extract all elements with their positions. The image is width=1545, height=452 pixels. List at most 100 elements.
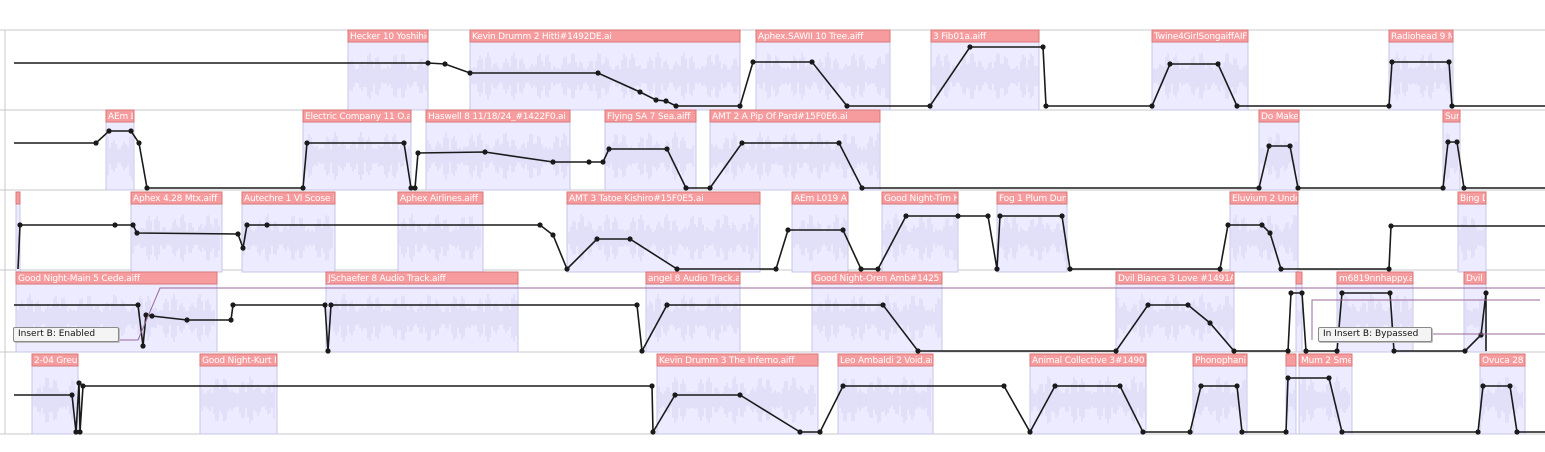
region-header[interactable] [645, 271, 741, 285]
automation-node[interactable] [1140, 429, 1146, 435]
automation-node[interactable] [1449, 103, 1455, 109]
audio-region[interactable]: AEm L019 Aud [791, 191, 858, 273]
automation-node[interactable] [664, 146, 670, 152]
audio-region[interactable]: Radiohead 9 Mor [1388, 29, 1465, 111]
automation-node[interactable] [1198, 383, 1204, 389]
automation-node[interactable] [564, 266, 570, 272]
region-header[interactable] [791, 191, 849, 205]
automation-node[interactable] [1043, 103, 1049, 109]
automation-node[interactable] [425, 60, 431, 66]
region-header[interactable] [709, 109, 881, 123]
audio-region[interactable]: JSchaefer 8 Audio Track.aiff [325, 271, 519, 353]
automation-node[interactable] [300, 185, 306, 191]
automation-node[interactable] [737, 392, 743, 398]
region-header[interactable] [302, 109, 412, 123]
automation-node[interactable] [606, 146, 612, 152]
region-header[interactable] [837, 353, 934, 367]
region-header[interactable] [1479, 353, 1526, 367]
automation-node[interactable] [1288, 290, 1294, 296]
automation-node[interactable] [1259, 222, 1265, 228]
automation-node[interactable] [859, 185, 865, 191]
automation-node[interactable] [1440, 185, 1446, 191]
automation-node[interactable] [1256, 185, 1262, 191]
automation-node[interactable] [228, 317, 234, 323]
audio-region[interactable]: Bing Di [1457, 191, 1491, 273]
automation-node[interactable] [1339, 290, 1345, 296]
automation-node[interactable] [1475, 429, 1481, 435]
region-header[interactable] [325, 271, 519, 285]
automation-node[interactable] [875, 266, 881, 272]
automation-curve[interactable] [14, 128, 1545, 191]
automation-node[interactable] [1285, 348, 1291, 354]
automation-node[interactable] [1149, 103, 1155, 109]
audio-region[interactable]: Sur [1442, 109, 1461, 191]
region-header[interactable] [1442, 109, 1461, 123]
audio-region[interactable]: Kevin Drumm 3 The Inferno.aiff [656, 353, 819, 435]
audio-region[interactable]: Mum 2 Smel [1298, 353, 1355, 435]
automation-node[interactable] [1295, 185, 1301, 191]
automation-node[interactable] [707, 185, 713, 191]
automation-node[interactable] [985, 213, 991, 219]
region-header[interactable] [881, 191, 959, 205]
region-header[interactable] [656, 353, 819, 367]
automation-node[interactable] [69, 392, 75, 398]
automation-node[interactable] [550, 232, 556, 238]
audio-region[interactable]: Autechre 1 Vl Scose Pots [241, 191, 351, 273]
audio-region[interactable]: 3 Fib01a.aiff [930, 29, 1040, 111]
automation-node[interactable] [840, 383, 846, 389]
automation-node[interactable] [773, 266, 779, 272]
automation-node[interactable] [537, 222, 543, 228]
region-header[interactable] [241, 191, 336, 205]
automation-node[interactable] [586, 159, 592, 165]
automation-node[interactable] [955, 213, 961, 219]
automation-node[interactable] [1187, 429, 1193, 435]
region-header[interactable] [755, 29, 891, 43]
region-header[interactable] [1115, 271, 1235, 285]
automation-node[interactable] [17, 222, 23, 228]
region-header[interactable] [1295, 271, 1303, 285]
automation-node[interactable] [1339, 429, 1345, 435]
automation-node[interactable] [1446, 59, 1452, 65]
automation-node[interactable] [1386, 266, 1392, 272]
automation-node[interactable] [750, 59, 756, 65]
automation-node[interactable] [1461, 185, 1467, 191]
audio-region[interactable]: 2-04 Greu [31, 353, 79, 435]
automation-curve[interactable] [17, 213, 1545, 272]
audio-region[interactable]: Leo Ambaldi 2 Void.aiff [837, 353, 940, 435]
automation-node[interactable] [927, 103, 933, 109]
automation-node[interactable] [1386, 103, 1392, 109]
automation-node[interactable] [639, 348, 645, 354]
automation-node[interactable] [649, 383, 655, 389]
automation-node[interactable] [128, 128, 134, 134]
automation-node[interactable] [1067, 266, 1073, 272]
automation-node[interactable] [1266, 143, 1272, 149]
automation-node[interactable] [149, 313, 155, 319]
automation-node[interactable] [672, 392, 678, 398]
automation-node[interactable] [1217, 266, 1223, 272]
automation-node[interactable] [1052, 383, 1058, 389]
automation-node[interactable] [739, 140, 745, 146]
automation-node[interactable] [80, 383, 86, 389]
region-header[interactable] [1258, 109, 1300, 123]
region-header[interactable] [105, 109, 135, 123]
region-header[interactable] [31, 353, 79, 367]
automation-node[interactable] [328, 302, 334, 308]
automation-node[interactable] [1299, 290, 1305, 296]
automation-node[interactable] [1478, 332, 1484, 338]
automation-node[interactable] [304, 140, 310, 146]
automation-line[interactable] [14, 46, 1545, 107]
automation-node[interactable] [840, 227, 846, 233]
region-header[interactable] [996, 191, 1068, 205]
audio-region[interactable]: angel 8 Audio Track.aiff [645, 271, 750, 353]
automation-node[interactable] [1215, 61, 1221, 67]
automation-node[interactable] [1040, 44, 1046, 50]
automation-node[interactable] [184, 317, 190, 323]
automation-node[interactable] [1185, 302, 1191, 308]
automation-node[interactable] [106, 128, 112, 134]
automation-node[interactable] [1334, 348, 1340, 354]
automation-node[interactable] [737, 103, 743, 109]
audio-region[interactable] [1295, 271, 1303, 353]
automation-node[interactable] [1207, 320, 1213, 326]
automation-node[interactable] [997, 213, 1003, 219]
audio-region[interactable]: Good Night-Kurt Raff [199, 353, 292, 435]
